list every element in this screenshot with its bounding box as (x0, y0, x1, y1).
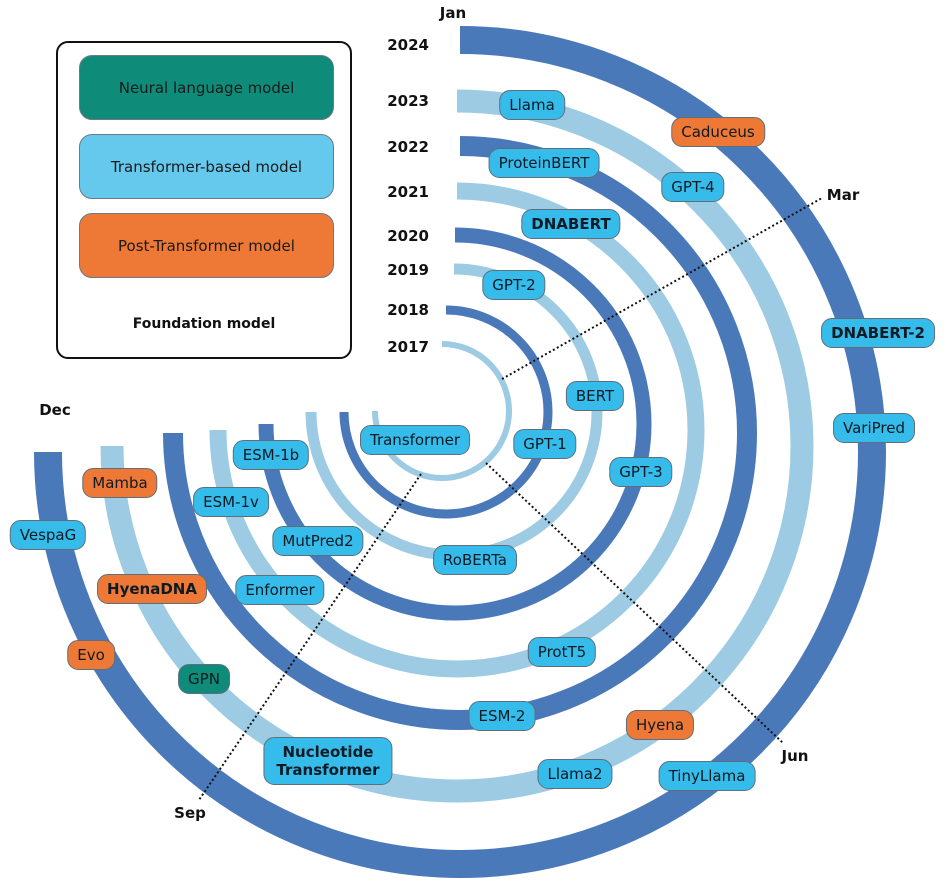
year-label-2021: 2021 (387, 183, 429, 201)
month-label-mar: Mar (826, 186, 860, 204)
model-badge-bert: BERT (565, 381, 625, 411)
legend-item-transformer-based-model: Transformer-based model (79, 134, 334, 199)
model-badge-enformer: Enformer (235, 575, 325, 605)
model-badge-caduceus: Caduceus (671, 117, 765, 147)
legend-label: Post-Transformer model (118, 236, 295, 255)
legend: Neural language model Transformer-based … (56, 41, 352, 359)
year-label-2017: 2017 (387, 338, 429, 356)
legend-title: Foundation model (132, 316, 276, 332)
year-ring-2022 (163, 136, 757, 730)
month-label-jun: Jun (781, 747, 809, 765)
model-badge-esm-1v: ESM-1v (193, 487, 269, 517)
model-badge-gpn: GPN (178, 664, 230, 694)
month-guide-sep (198, 473, 422, 801)
model-badge-dnabert-2: DNABERT-2 (821, 318, 935, 348)
model-badge-evo: Evo (67, 640, 115, 670)
model-badge-dnabert: DNABERT (521, 209, 621, 239)
year-ring-2018 (339, 305, 553, 519)
year-label-2023: 2023 (387, 92, 429, 110)
model-badge-mutpred2: MutPred2 (272, 526, 364, 556)
model-badge-tinyllama: TinyLlama (658, 761, 756, 791)
model-badge-vespag: VespaG (9, 520, 87, 550)
model-badge-gpt-4: GPT-4 (661, 172, 725, 202)
legend-item-neural-language-model: Neural language model (79, 55, 334, 120)
year-ring-2024 (34, 26, 886, 878)
month-guide-mar (501, 197, 823, 380)
year-label-2022: 2022 (387, 138, 429, 156)
model-badge-proteinbert: ProteinBERT (488, 148, 600, 178)
legend-item-post-transformer-model: Post-Transformer model (79, 213, 334, 278)
model-badge-llama2: Llama2 (537, 759, 613, 789)
model-badge-transformer: Transformer (359, 425, 471, 455)
year-label-2019: 2019 (387, 261, 429, 279)
model-badge-gpt-2: GPT-2 (482, 270, 546, 300)
month-guide-jun (485, 462, 784, 744)
year-ring-2019 (305, 263, 603, 561)
month-label-dec: Dec (39, 401, 71, 419)
year-label-2020: 2020 (387, 227, 429, 245)
year-ring-2017 (372, 341, 512, 481)
month-guides (198, 197, 823, 801)
model-badge-llama: Llama (499, 90, 565, 120)
model-badge-gpt-3: GPT-3 (609, 457, 673, 487)
model-badge-mamba: Mamba (82, 468, 158, 498)
model-badge-roberta: RoBERTa (433, 545, 517, 575)
model-badge-esm-1b: ESM-1b (232, 440, 310, 470)
model-badge-hyenadna: HyenaDNA (97, 574, 207, 604)
legend-label: Neural language model (118, 78, 295, 97)
year-label-2018: 2018 (387, 301, 429, 319)
model-badge-prott5: ProtT5 (527, 637, 597, 667)
year-label-2024: 2024 (387, 36, 429, 54)
model-badge-hyena: Hyena (625, 710, 695, 740)
model-badge-varipred: VariPred (833, 413, 915, 443)
model-badge-esm-2: ESM-2 (468, 701, 536, 731)
month-label-jan: Jan (439, 4, 467, 22)
month-label-sep: Sep (174, 804, 206, 822)
model-badge-nucleotide-transformer: Nucleotide Transformer (263, 737, 393, 785)
legend-label: Transformer-based model (110, 157, 303, 176)
model-badge-gpt-1: GPT-1 (513, 429, 577, 459)
